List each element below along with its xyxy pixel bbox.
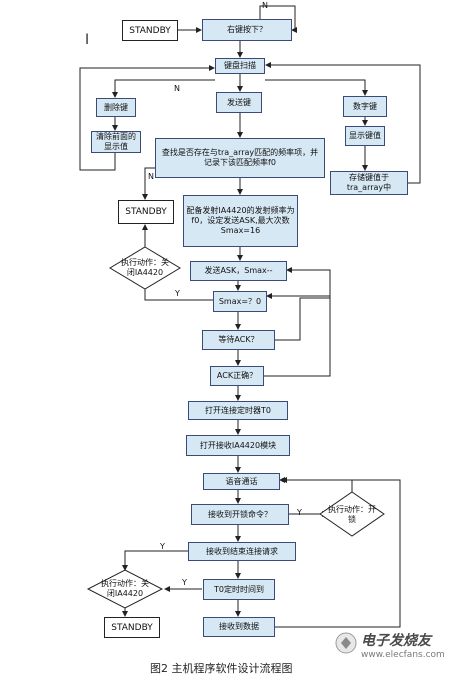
send-key-box: 发送键	[216, 92, 262, 113]
connector	[79, 65, 215, 171]
find-match-box: 查找是否存在与tra_array匹配的频率项，并记录下该匹配频率f0	[155, 138, 325, 178]
standby-mid-box: STANDBY	[118, 200, 174, 224]
send-ask-box: 发送ASK，Smax--	[190, 261, 287, 281]
connector	[265, 62, 421, 184]
recv-end-box: 接收到结束连接请求	[188, 542, 296, 561]
clear-display-box: 清除前面的显示值	[91, 131, 141, 153]
show-key-box: 显示键值	[345, 126, 385, 146]
branch-label-y: Y	[160, 542, 165, 551]
delete-key-box: 删除键	[96, 98, 136, 117]
decision-diamond-exec-unlock	[319, 491, 385, 537]
standby-top-box: STANDBY	[122, 20, 178, 41]
right-key-box: 右键按下？	[202, 19, 292, 41]
connector	[275, 477, 401, 628]
wait-ack-box: 等待ACK？	[202, 330, 275, 350]
watermark-brand: 电子发烧友	[361, 633, 431, 649]
connector	[264, 293, 331, 377]
branch-label-y: Y	[182, 578, 187, 587]
ack-ok-box: ACK正确？	[210, 366, 264, 386]
recv-data-box: 接收到数据	[203, 617, 275, 637]
store-key-box: 存储键值于tra_array中	[330, 171, 408, 195]
connector	[275, 296, 331, 341]
branch-label-y: Y	[175, 289, 180, 298]
t0-timeout-box: T0定时时间到	[203, 579, 275, 600]
smax-zero-box: Smax=？0	[213, 291, 267, 312]
connector	[281, 477, 353, 496]
figure-caption: 图2 主机程序软件设计流程图	[150, 662, 293, 675]
exec-close-2-text: 执行动作：关闭IA4420	[101, 579, 149, 598]
decision-diamond-exec-close-2	[86, 569, 164, 609]
number-key-box: 数字键	[343, 96, 387, 117]
connector	[286, 267, 331, 296]
open-receive-box: 打开接收IA4420模块	[186, 435, 290, 456]
brand-logo-icon	[335, 632, 357, 654]
branch-label-n: N	[174, 84, 180, 93]
exec-unlock-text: 执行动作：开锁	[328, 505, 376, 524]
connector	[259, 5, 297, 33]
connector	[122, 550, 188, 571]
branch-label-n: N	[148, 172, 154, 181]
text-cursor-icon: I	[85, 32, 90, 48]
branch-label-n: N	[262, 1, 268, 10]
exec-close-1-text: 执行动作：关闭IA4420	[121, 258, 169, 277]
recv-unlock-box: 接收到开锁命令？	[191, 504, 289, 525]
config-freq-box: 配备发射IA4420的发射频率为f0，设定发送ASK,最大次数Smax=16	[183, 195, 298, 247]
connector	[142, 167, 155, 200]
key-scan-box: 键盘扫描	[215, 58, 265, 74]
open-timer-box: 打开连接定时器T0	[188, 401, 288, 420]
watermark: 电子发烧友 www.elecfans.com	[335, 628, 460, 668]
watermark-url: www.elecfans.com	[361, 650, 445, 660]
connector	[265, 79, 368, 96]
branch-label-y: Y	[297, 508, 302, 517]
connector	[112, 79, 215, 98]
decision-diamond-exec-close	[109, 246, 181, 290]
voice-call-box: 语音通话	[203, 473, 280, 490]
standby-bottom-box: STANDBY	[104, 617, 160, 638]
